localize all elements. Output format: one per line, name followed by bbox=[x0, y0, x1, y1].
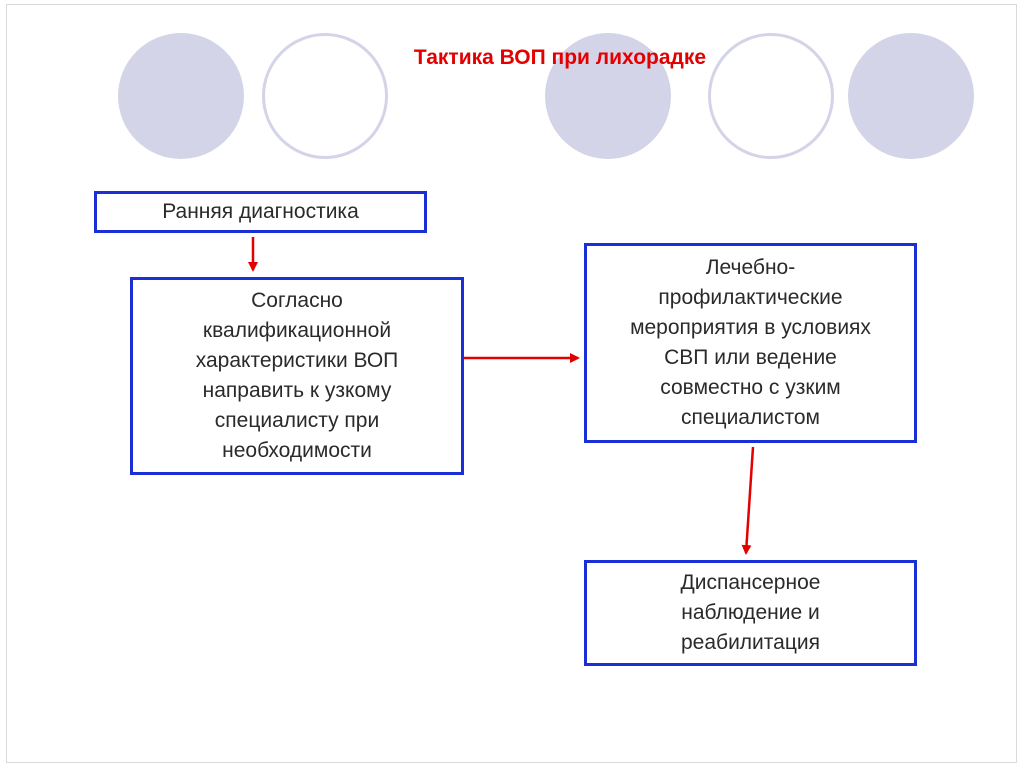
box-early-diagnosis-label: Ранняя диагностика bbox=[162, 200, 359, 223]
slide-title: Тактика ВОП при лихорадке bbox=[413, 46, 707, 69]
decorative-circle bbox=[708, 33, 834, 159]
box-early-diagnosis: Ранняя диагностика bbox=[94, 191, 427, 233]
decorative-circle bbox=[118, 33, 244, 159]
box-referral: Согласно квалификационной характеристики… bbox=[130, 277, 464, 475]
decorative-circle bbox=[262, 33, 388, 159]
box-treatment: Лечебно- профилактические мероприятия в … bbox=[584, 243, 917, 443]
decorative-circle bbox=[545, 33, 671, 159]
decorative-circle bbox=[848, 33, 974, 159]
box-referral-label: Согласно квалификационной характеристики… bbox=[195, 289, 399, 462]
box-dispensary-label: Диспансерное наблюдение и реабилитация bbox=[680, 571, 821, 654]
arrow-treatment-to-dispensary bbox=[741, 446, 755, 555]
box-dispensary: Диспансерное наблюдение и реабилитация bbox=[584, 560, 917, 666]
box-treatment-label: Лечебно- профилактические мероприятия в … bbox=[630, 256, 871, 429]
